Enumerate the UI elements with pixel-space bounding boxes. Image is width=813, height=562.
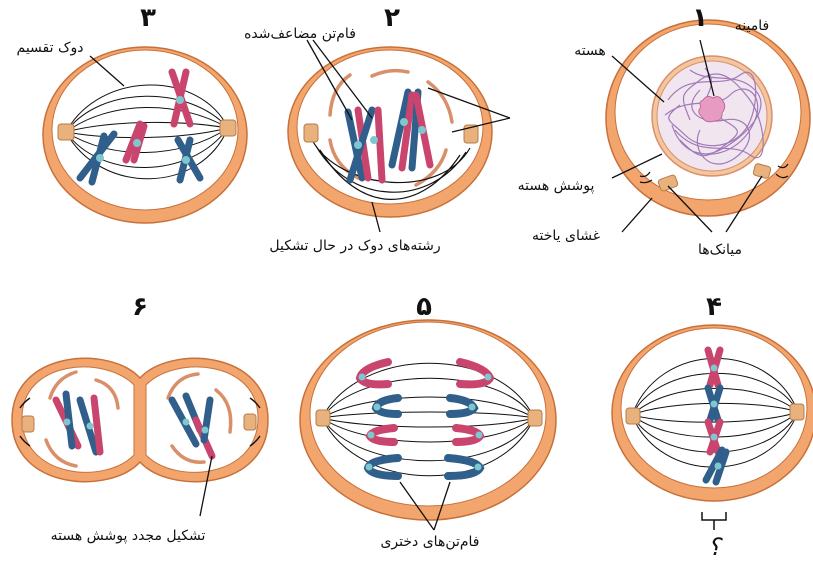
stage-1-cell: ۱ (606, 3, 810, 216)
label-cell-membrane: غشای یاخته (532, 228, 600, 244)
label-daughter-chromosomes: فام‌تن‌های دختری (380, 534, 479, 550)
stage-number: ۴ (706, 292, 722, 322)
label-spindle-forming: رشته‌های دوک در حال تشکیل (269, 238, 440, 254)
stage-number: ۲ (384, 3, 400, 33)
label-centrioles: میانک‌ها (698, 242, 742, 258)
stage-1-nucleus (652, 56, 772, 176)
label-envelope-reforming: تشکیل مجدد پوشش هسته (51, 528, 206, 544)
stage-4-cell: ؟ ۴ (612, 292, 813, 561)
bracket (702, 512, 726, 530)
stage-number: ۳ (140, 3, 156, 33)
unknown-label: ؟ (708, 533, 724, 561)
stage-number: ۶ (132, 292, 148, 322)
stage-3-cell: ۳ (43, 3, 247, 223)
stage-5-cell: ۵ (300, 292, 556, 520)
stage-number: ۱ (692, 3, 708, 33)
label-duplicated-chromosomes: فام‌تن مضاعف‌شده (244, 26, 356, 42)
stage-6-cell: ۶ (12, 292, 268, 482)
nucleolus (699, 96, 725, 122)
label-spindle: دوک تقسیم (17, 40, 84, 56)
label-nucleus: هسته (574, 43, 606, 59)
stage-number: ۵ (416, 292, 432, 322)
label-nucleolus: فامینه (735, 18, 769, 34)
label-nuclear-envelope: پوشش هسته (518, 178, 595, 194)
